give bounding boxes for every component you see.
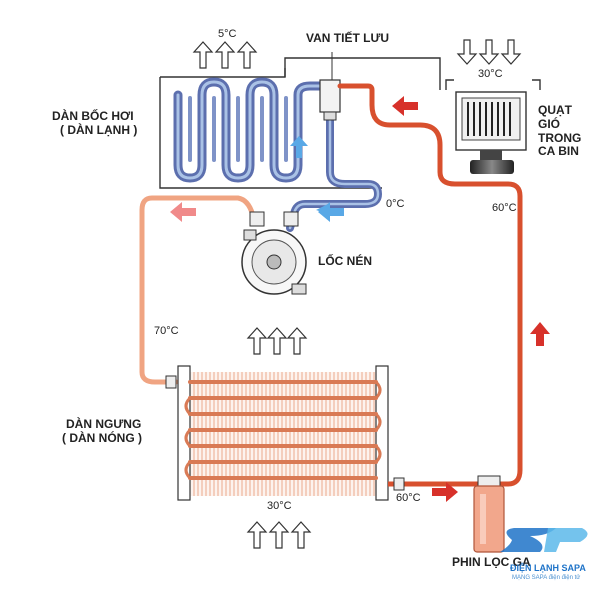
expansion-valve: [319, 52, 341, 121]
air-arrows-evaporator: [192, 41, 258, 69]
temp-liquid-right: 60°C: [492, 202, 517, 214]
fan-label-line3: TRONG: [538, 130, 582, 145]
temp-condenser-air: 30°C: [267, 500, 292, 512]
receiver-drier: [473, 475, 505, 553]
temp-suction: 0°C: [386, 198, 405, 210]
watermark-brand: ĐIỆN LẠNH SAPA: [510, 563, 586, 573]
fan-label-line1: QUẠT: [538, 103, 572, 117]
fan-label-line4: CA BIN: [538, 144, 579, 159]
suction-line: [286, 108, 383, 232]
condenser-label-line2: ( DÀN NÓNG ): [62, 430, 142, 445]
fan-label: QUẠT GIÓ TRONG CA BIN: [538, 103, 582, 159]
flow-arrows: [170, 96, 550, 502]
temp-cabin-air: 30°C: [478, 68, 503, 80]
condenser-label-line1: DÀN NGƯNG: [66, 417, 142, 431]
flow-arrow-blue-left-2: [318, 202, 344, 222]
discharge-line: [139, 195, 257, 385]
temp-liquid-bottom: 60°C: [396, 492, 421, 504]
temp-discharge: 70°C: [154, 325, 179, 337]
flow-arrow-blue-up: [290, 136, 308, 158]
flow-arrow-pink-left: [170, 202, 196, 222]
cabin-fan: [445, 79, 541, 174]
flow-arrow-red-left: [392, 96, 418, 116]
evaporator-label-line1: DÀN BỐC HƠI: [52, 109, 134, 123]
fan-label-line2: GIÓ: [538, 116, 561, 131]
expansion-valve-label: VAN TIẾT LƯU: [306, 31, 390, 45]
condenser: [165, 365, 470, 501]
watermark-tagline: MẠNG SAPA điện điện tử: [512, 575, 581, 581]
flow-arrow-red-up: [530, 322, 550, 346]
condenser-label: DÀN NGƯNG ( DÀN NÓNG ): [62, 417, 142, 446]
evaporator-coil: [173, 77, 335, 183]
evaporator-label: DÀN BỐC HƠI ( DÀN LẠNH ): [52, 109, 138, 138]
temp-evap-air: 5°C: [218, 28, 237, 40]
evaporator-housing: [159, 57, 441, 189]
liquid-line: [337, 83, 523, 487]
evaporator-label-line2: ( DÀN LẠNH ): [60, 122, 138, 137]
filter-label: PHIN LỌC GA: [452, 555, 531, 569]
compressor-label: LỐC NÉN: [318, 254, 372, 268]
flow-arrow-red-right: [432, 482, 458, 502]
air-arrows-condenser-in: [246, 521, 312, 549]
compressor: [241, 211, 307, 295]
air-arrows-cabin-in: [456, 39, 522, 65]
air-arrows-condenser-out: [246, 327, 308, 355]
brand-logo: [500, 528, 588, 552]
